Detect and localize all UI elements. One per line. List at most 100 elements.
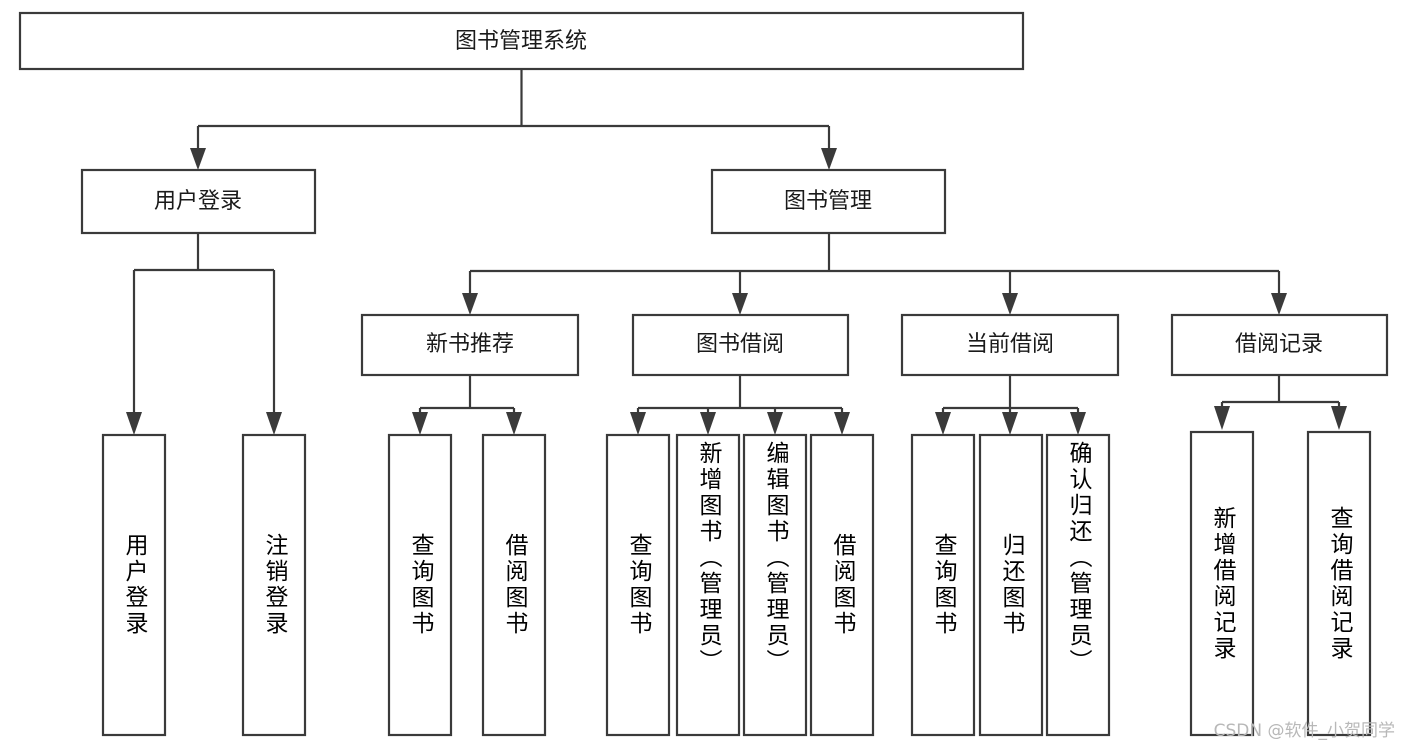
node-book-manage-box[interactable] (710, 168, 947, 235)
leaf-label-edit-book-wrap: 编辑图书（管理员） (744, 435, 806, 735)
node-user-login[interactable]: 用户登录 (80, 168, 317, 235)
node-new-book-recommend-label: 新书推荐 (426, 332, 514, 357)
arrow-head-new-book-recommend (462, 293, 478, 315)
node-current-borrow-box[interactable] (900, 313, 1120, 377)
arrow-head-leaf-edit-book (767, 412, 783, 435)
connector-group-root (190, 69, 837, 170)
connector-group-new-book-recommend (412, 375, 522, 435)
node-user-login-box[interactable] (80, 168, 317, 235)
node-leaf-edit-book[interactable] (742, 433, 808, 737)
leaf-label-borrow-book-2-wrap: 借阅图书 (811, 435, 873, 735)
leaf-label-user-login: 用户登录 (121, 533, 147, 637)
arrow-head-current-borrow (1002, 293, 1018, 315)
node-leaf-borrow-book-2[interactable] (809, 433, 875, 737)
arrow-head-leaf-query-book-2 (630, 412, 646, 435)
connector-group-current-borrow (935, 375, 1086, 435)
leaf-label-logout: 注销登录 (261, 533, 287, 637)
node-leaf-borrow-book-2-box[interactable] (809, 433, 875, 737)
node-root[interactable]: 图书管理系统 (18, 11, 1025, 71)
arrow-head-leaf-borrow-book-2 (834, 412, 850, 435)
node-leaf-query-record[interactable] (1306, 430, 1372, 737)
arrow-head-borrow-record (1271, 293, 1287, 315)
node-borrow-record[interactable]: 借阅记录 (1170, 313, 1389, 377)
node-leaf-logout-box[interactable] (241, 433, 307, 737)
leaf-label-borrow-book-1: 借阅图书 (501, 533, 527, 637)
node-current-borrow[interactable]: 当前借阅 (900, 313, 1120, 377)
node-leaf-edit-book-box[interactable] (742, 433, 808, 737)
leaf-label-confirm-return: 确认归还（管理员） (1065, 441, 1091, 675)
leaf-label-query-record-wrap: 查询借阅记录 (1308, 432, 1370, 735)
node-leaf-query-book-1-box[interactable] (387, 433, 453, 737)
node-leaf-logout[interactable] (241, 433, 307, 737)
node-leaf-query-book-2[interactable] (605, 433, 671, 737)
node-leaf-borrow-book-1-box[interactable] (481, 433, 547, 737)
arrow-head-book-borrow (732, 293, 748, 315)
node-borrow-record-box[interactable] (1170, 313, 1389, 377)
leaf-label-query-book-2-wrap: 查询图书 (607, 435, 669, 735)
node-book-manage[interactable]: 图书管理 (710, 168, 947, 235)
connector-group-book-borrow (630, 375, 850, 435)
leaf-label-query-book-3: 查询图书 (930, 533, 956, 637)
leaf-label-query-record: 查询借阅记录 (1326, 505, 1352, 662)
arrow-head-user-login (190, 148, 206, 170)
node-leaf-add-book-box[interactable] (675, 433, 741, 737)
arrow-head-book-manage (821, 148, 837, 170)
leaf-label-add-book: 新增图书（管理员） (695, 441, 721, 675)
node-book-borrow-box[interactable] (631, 313, 850, 377)
arrow-head-leaf-query-book-3 (935, 412, 951, 435)
node-leaf-add-record[interactable] (1189, 430, 1255, 737)
leaf-label-query-book-2: 查询图书 (625, 533, 651, 637)
leaf-label-add-record: 新增借阅记录 (1209, 505, 1235, 662)
arrow-head-leaf-logout (266, 412, 282, 435)
node-root-box[interactable] (18, 11, 1025, 71)
arrow-head-leaf-return-book (1002, 412, 1018, 435)
arrow-head-leaf-confirm-return (1070, 412, 1086, 435)
node-leaf-add-record-box[interactable] (1189, 430, 1255, 737)
node-leaf-borrow-book-1[interactable] (481, 433, 547, 737)
node-leaf-query-record-box[interactable] (1306, 430, 1372, 737)
node-leaf-user-login-box[interactable] (101, 433, 167, 737)
node-new-book-recommend[interactable]: 新书推荐 (360, 313, 580, 377)
arrow-head-leaf-add-record (1214, 406, 1230, 430)
node-user-login-label: 用户登录 (154, 189, 242, 214)
connector-group-user-login (126, 233, 282, 435)
node-book-manage-label: 图书管理 (784, 189, 872, 214)
node-new-book-recommend-box[interactable] (360, 313, 580, 377)
arrow-head-leaf-add-book (700, 412, 716, 435)
arrow-head-leaf-borrow-book-1 (506, 412, 522, 435)
leaf-label-borrow-book-2: 借阅图书 (829, 533, 855, 637)
leaf-label-add-record-wrap: 新增借阅记录 (1191, 432, 1253, 735)
node-leaf-query-book-3[interactable] (910, 433, 976, 737)
leaf-label-query-book-3-wrap: 查询图书 (912, 435, 974, 735)
leaf-label-return-book: 归还图书 (998, 533, 1024, 637)
leaf-label-borrow-book-1-wrap: 借阅图书 (483, 435, 545, 735)
leaf-label-logout-wrap: 注销登录 (243, 435, 305, 735)
node-leaf-return-book[interactable] (978, 433, 1044, 737)
connector-group-borrow-record (1214, 375, 1347, 430)
node-current-borrow-label: 当前借阅 (966, 332, 1054, 357)
leaf-label-query-book-1: 查询图书 (407, 533, 433, 637)
node-leaf-confirm-return[interactable] (1045, 433, 1111, 737)
arrow-head-leaf-query-book-1 (412, 412, 428, 435)
node-leaf-query-book-3-box[interactable] (910, 433, 976, 737)
node-borrow-record-label: 借阅记录 (1235, 332, 1323, 357)
node-root-label: 图书管理系统 (455, 29, 587, 54)
leaf-label-query-book-1-wrap: 查询图书 (389, 435, 451, 735)
node-leaf-query-book-1[interactable] (387, 433, 453, 737)
arrow-head-leaf-query-record (1331, 406, 1347, 430)
node-leaf-return-book-box[interactable] (978, 433, 1044, 737)
node-leaf-query-book-2-box[interactable] (605, 433, 671, 737)
connector-group-book-manage (462, 233, 1287, 315)
node-book-borrow[interactable]: 图书借阅 (631, 313, 850, 377)
leaf-label-add-book-wrap: 新增图书（管理员） (677, 435, 739, 735)
node-leaf-user-login[interactable] (101, 433, 167, 737)
node-leaf-add-book[interactable] (675, 433, 741, 737)
leaf-label-edit-book: 编辑图书（管理员） (762, 441, 788, 675)
leaf-label-confirm-return-wrap: 确认归还（管理员） (1047, 435, 1109, 735)
node-book-borrow-label: 图书借阅 (696, 332, 784, 357)
arrow-head-leaf-user-login (126, 412, 142, 435)
node-leaf-confirm-return-box[interactable] (1045, 433, 1111, 737)
leaf-label-user-login-wrap: 用户登录 (103, 435, 165, 735)
